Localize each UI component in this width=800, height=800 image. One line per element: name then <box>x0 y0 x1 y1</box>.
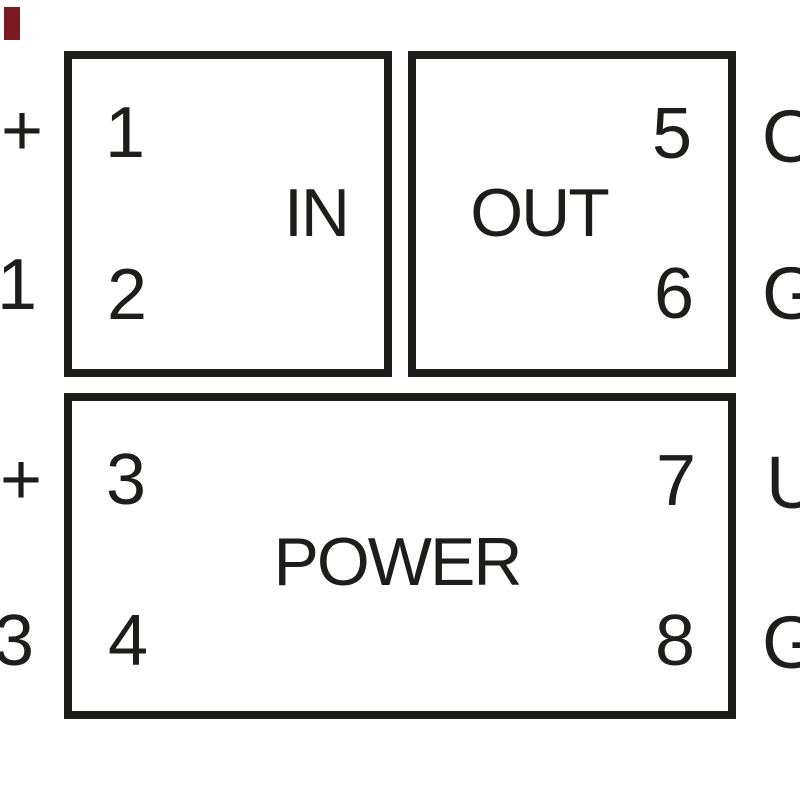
edge-label-output: O <box>762 95 800 178</box>
out-block-label: OUT <box>470 175 610 251</box>
corner-mark <box>4 7 20 40</box>
out-block <box>408 51 736 377</box>
edge-label-supply-voltage: U <box>766 441 800 524</box>
terminal-5-number: 5 <box>651 94 693 174</box>
terminal-4-number: 4 <box>107 601 149 681</box>
power-block-label: POWER <box>273 524 523 600</box>
terminal-3-number: 3 <box>105 440 147 520</box>
terminal-2-number: 2 <box>106 255 148 335</box>
edge-label-input-return: 1 <box>0 245 38 325</box>
edge-label-output-gnd: G <box>762 252 800 335</box>
edge-label-input-plus: + <box>0 91 44 171</box>
edge-label-power-plus: + <box>0 440 43 520</box>
edge-label-power-return: 3 <box>0 601 35 681</box>
in-block-label: IN <box>284 175 350 251</box>
terminal-6-number: 6 <box>653 254 695 334</box>
edge-label-supply-gnd: G <box>762 601 800 684</box>
terminal-7-number: 7 <box>655 441 697 521</box>
terminal-1-number: 1 <box>104 93 146 173</box>
power-block <box>64 393 736 719</box>
in-block <box>64 51 392 377</box>
terminal-8-number: 8 <box>654 601 696 681</box>
